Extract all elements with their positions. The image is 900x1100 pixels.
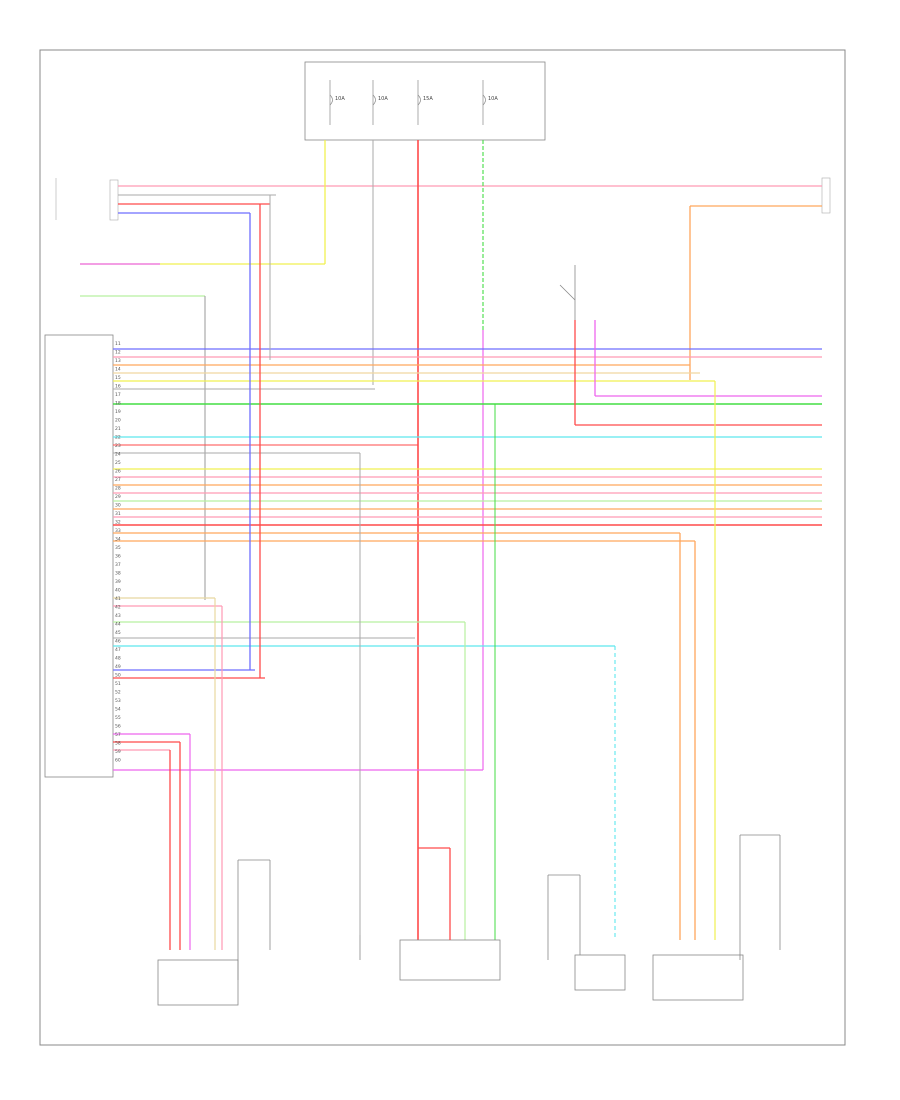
- ecu-pin-25: 25: [115, 460, 121, 466]
- ecu-pin-49: 49: [115, 664, 121, 670]
- ecu-pin-56: 56: [115, 724, 121, 730]
- ecu-pin-15: 15: [115, 375, 121, 381]
- occupant-sensor-box: [547, 874, 626, 991]
- ecu-pin-57: 57: [115, 732, 121, 738]
- fuse-4-rating: 10A: [488, 96, 498, 102]
- passenger-seat-switch: [157, 859, 271, 1006]
- ecu-pin-42: 42: [115, 605, 121, 611]
- fuse-2-rating: 10A: [378, 96, 388, 102]
- ecu-pin-46: 46: [115, 639, 121, 645]
- ecu-pin-39: 39: [115, 579, 121, 585]
- ecu-pin-23: 23: [115, 443, 121, 449]
- ecu-pin-labels: 11 12 13 14 15 16 17 18 19 20 21 22 23 24 25 26 27 28 29 30…: [115, 341, 121, 764]
- seatbelt-switch-box: [399, 847, 501, 981]
- ecu-pin-55: 55: [115, 715, 121, 721]
- fuse-1: 10A: [329, 80, 345, 125]
- fuse-1-rating: 10A: [335, 96, 345, 102]
- ecu-pin-47: 47: [115, 647, 121, 653]
- ecu-pin-35: 35: [115, 545, 121, 551]
- ecu-pin-20: 20: [115, 418, 121, 424]
- ecu-pin-24: 24: [115, 452, 121, 458]
- ecu-pin-50: 50: [115, 673, 121, 679]
- ecu-pin-58: 58: [115, 741, 121, 747]
- ecu-pin-53: 53: [115, 698, 121, 704]
- ecu-pin-33: 33: [115, 528, 121, 534]
- ecu-pin-21: 21: [115, 426, 121, 432]
- ecu-pin-34: 34: [115, 537, 121, 543]
- ecu-pin-48: 48: [115, 656, 121, 662]
- ecu-pin-16: 16: [115, 384, 121, 390]
- ecu-wires: [113, 348, 822, 771]
- fuse-block: 10A 10A 15A 10A: [304, 61, 546, 141]
- ecu-pin-43: 43: [115, 613, 121, 619]
- ecu-pin-51: 51: [115, 681, 121, 687]
- ecu-pin-22: 22: [115, 435, 121, 441]
- fuse-2: 10A: [372, 80, 388, 125]
- fuse-3-rating: 15A: [423, 96, 433, 102]
- ecu-pin-11: 11: [115, 341, 121, 347]
- ecu-pin-19: 19: [115, 409, 121, 415]
- ecu-pin-31: 31: [115, 511, 121, 517]
- ecu-pin-59: 59: [115, 749, 121, 755]
- ecu-pin-12: 12: [115, 350, 121, 356]
- ecu-pin-45: 45: [115, 630, 121, 636]
- ecu-pin-38: 38: [115, 571, 121, 577]
- ecu-pin-44: 44: [115, 622, 121, 628]
- ecu-pin-32: 32: [115, 520, 121, 526]
- ecu-pin-37: 37: [115, 562, 121, 568]
- ecu-pin-14: 14: [115, 367, 121, 373]
- ecu-pin-41: 41: [115, 596, 121, 602]
- ecu-pin-40: 40: [115, 588, 121, 594]
- ecu-pin-26: 26: [115, 469, 121, 475]
- fuse-3: 15A: [417, 80, 433, 125]
- ecu-pin-60: 60: [115, 758, 121, 764]
- top-left-connector: [109, 179, 119, 221]
- ecu-pin-36: 36: [115, 554, 121, 560]
- ecu-pin-30: 30: [115, 503, 121, 509]
- ecu-pin-13: 13: [115, 358, 121, 364]
- driver-seat-switch-box: [652, 834, 781, 1001]
- control-module-box: [44, 334, 114, 778]
- right-connector: [821, 177, 831, 214]
- ecu-pin-17: 17: [115, 392, 121, 398]
- ecu-pin-28: 28: [115, 486, 121, 492]
- switch-top-right: [559, 265, 576, 330]
- ecu-pin-27: 27: [115, 477, 121, 483]
- ecu-pin-54: 54: [115, 707, 121, 713]
- ecu-pin-29: 29: [115, 494, 121, 500]
- ecu-pin-52: 52: [115, 690, 121, 696]
- fuse-4: 10A: [482, 80, 498, 125]
- diagram-border: [39, 49, 846, 1046]
- ecu-pin-18: 18: [115, 401, 121, 407]
